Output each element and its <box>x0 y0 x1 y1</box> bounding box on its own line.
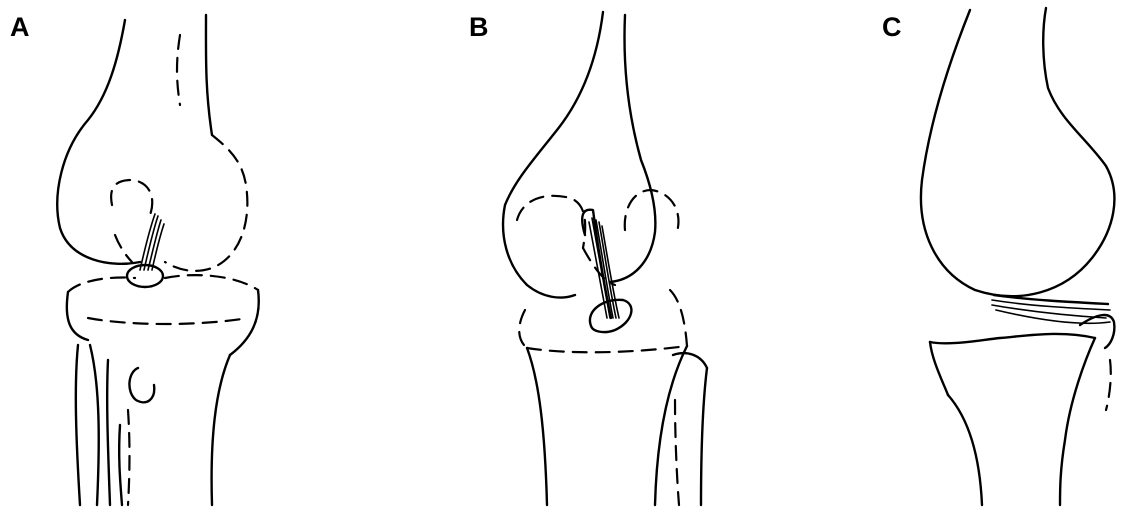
knee-diagram-b <box>465 0 745 517</box>
knee-diagram-a <box>0 0 320 517</box>
panel-b: B <box>465 0 745 517</box>
knee-diagram-c <box>870 0 1129 517</box>
panel-a: A <box>0 0 320 517</box>
panel-c: C <box>870 0 1129 517</box>
